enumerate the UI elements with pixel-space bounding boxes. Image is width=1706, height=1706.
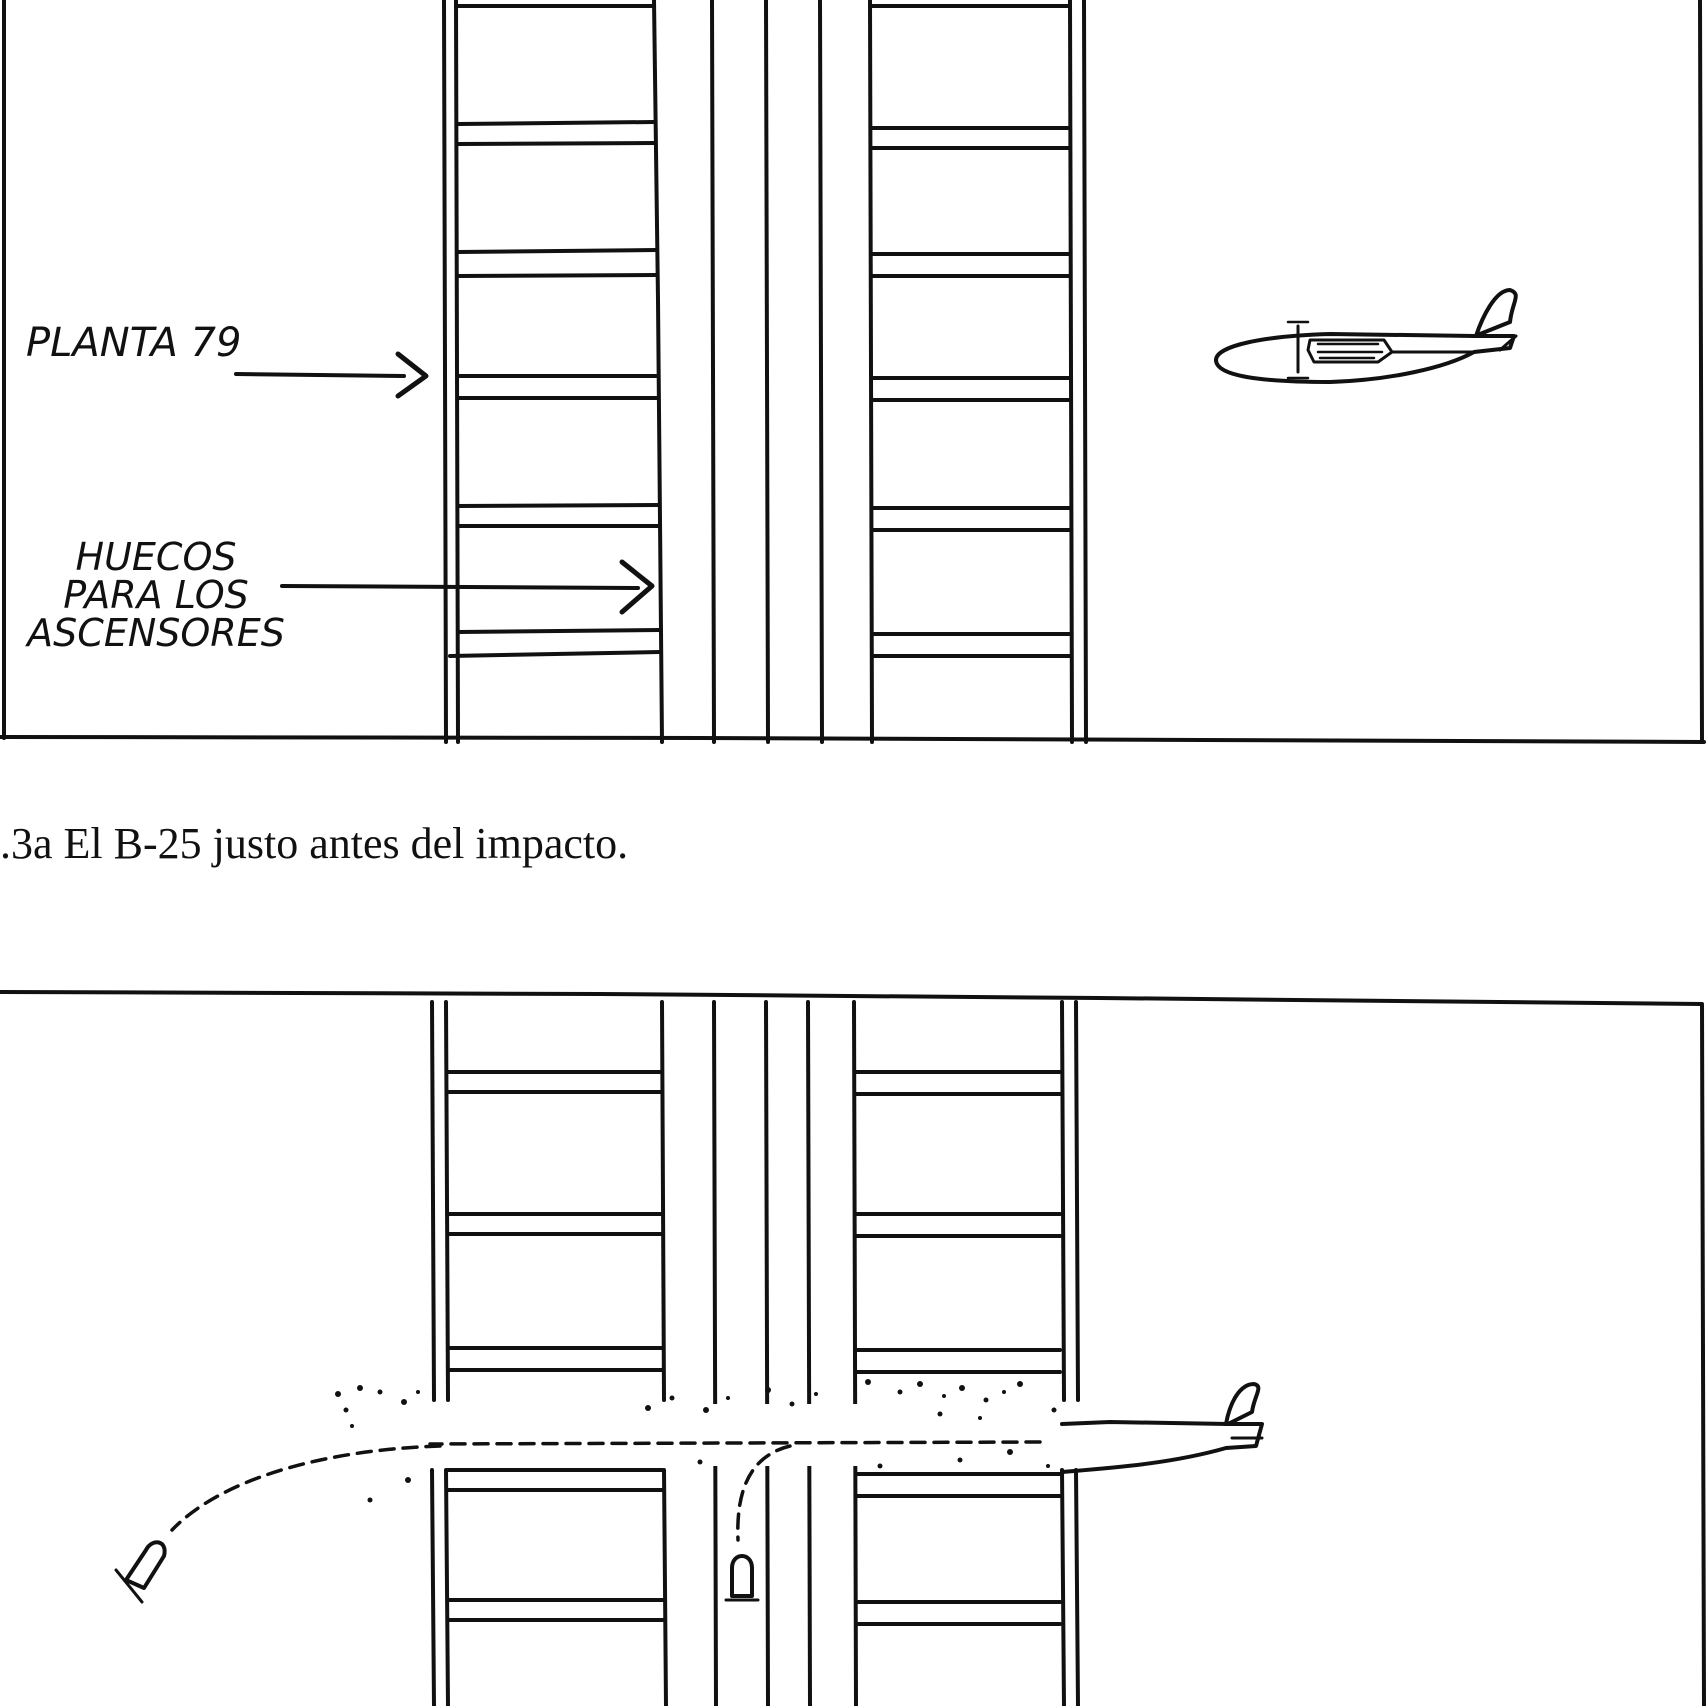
arrow-icon — [280, 559, 655, 615]
plane-path-main — [428, 1440, 1042, 1446]
engine-icon — [724, 1554, 760, 1602]
elevator-shaft-right-b — [854, 1000, 1080, 1706]
central-core-a — [710, 0, 824, 744]
central-core-b — [712, 1000, 858, 1706]
label-shafts-line-3: ASCENSORES — [24, 611, 285, 655]
panel-a-floor-line — [0, 735, 1706, 744]
panel-a: PLANTA 79 HUECOS PARA LOS ASCENSORES — [0, 0, 1706, 744]
label-shafts-line-1: HUECOS — [76, 535, 237, 579]
debris-icon — [335, 1379, 1057, 1503]
engine-icon — [114, 1540, 167, 1604]
b25-plane-icon — [1060, 1382, 1264, 1474]
elevator-shaft-left-b — [430, 1000, 668, 1706]
elevator-shaft-right-a — [868, 0, 1088, 744]
panel-b — [0, 990, 1706, 1706]
figure-caption: .3a El B-25 justo antes del impacto. — [0, 819, 628, 868]
label-shafts-line-2: PARA LOS — [63, 573, 249, 617]
label-floor-79: PLANTA 79 — [26, 320, 241, 366]
b25-plane-icon — [1214, 288, 1518, 384]
engine-trajectory-left — [170, 1444, 442, 1532]
arrow-icon — [234, 351, 429, 399]
elevator-shaft-left-a — [442, 0, 664, 744]
panel-b-frame — [0, 990, 1706, 1706]
panel-a-right-edge — [1698, 0, 1704, 744]
engine-trajectory-center — [736, 1444, 792, 1542]
label-elevator-shafts: HUECOS PARA LOS ASCENSORES — [24, 535, 285, 655]
impact-opening — [400, 1404, 1100, 1466]
